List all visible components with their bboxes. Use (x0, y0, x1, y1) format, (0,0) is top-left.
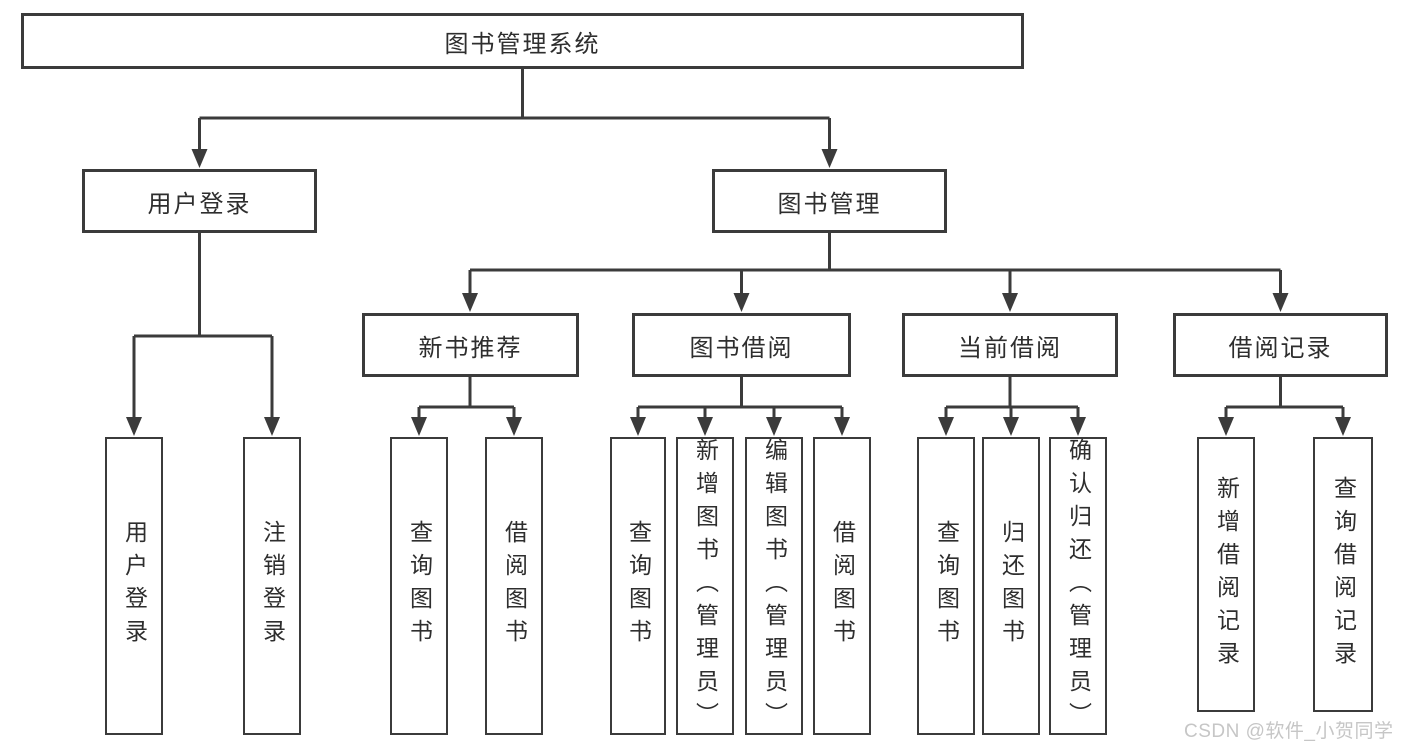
node-user-login-label: 用户登录 (147, 190, 252, 218)
csdn-watermark: CSDN @软件_小贺同学 (1184, 721, 1394, 742)
node-current-borrow: 当前借阅 (902, 313, 1118, 377)
leaf-borrow-book-borrow: 借阅图书 (813, 437, 871, 735)
leaf-borrow-book-newrec: 借阅图书 (485, 437, 543, 735)
leaf-logout: 注销登录 (243, 437, 301, 735)
leaf-user-login-label: 用户登录 (121, 520, 148, 652)
leaf-add-book-admin: 新增图书（管理员） (676, 437, 734, 735)
leaf-query-book-current: 查询图书 (917, 437, 975, 735)
leaf-query-book-borrow-label: 查询图书 (625, 520, 652, 652)
leaf-add-book-admin-label: 新增图书（管理员） (692, 437, 719, 735)
node-borrow-record-label: 借阅记录 (1228, 334, 1333, 362)
leaf-user-login: 用户登录 (105, 437, 163, 735)
leaf-logout-label: 注销登录 (259, 520, 286, 652)
leaf-borrow-book-borrow-label: 借阅图书 (829, 520, 856, 652)
leaf-confirm-return-admin: 确认归还（管理员） (1049, 437, 1107, 735)
node-root-label: 图书管理系统 (444, 30, 601, 58)
leaf-query-book-newrec-label: 查询图书 (406, 520, 433, 652)
node-book-management: 图书管理 (712, 169, 947, 233)
leaf-return-book-label: 归还图书 (998, 520, 1025, 652)
leaf-query-borrow-record: 查询借阅记录 (1313, 437, 1373, 712)
node-user-login: 用户登录 (82, 169, 317, 233)
node-current-borrow-label: 当前借阅 (958, 334, 1062, 362)
leaf-query-book-current-label: 查询图书 (933, 520, 960, 652)
leaf-edit-book-admin: 编辑图书（管理员） (745, 437, 803, 735)
leaf-edit-book-admin-label: 编辑图书（管理员） (761, 437, 788, 735)
node-book-borrow: 图书借阅 (632, 313, 851, 377)
node-new-book-recommend: 新书推荐 (362, 313, 579, 377)
leaf-add-borrow-record-label: 新增借阅记录 (1213, 475, 1240, 674)
leaf-query-borrow-record-label: 查询借阅记录 (1330, 475, 1357, 674)
leaf-confirm-return-admin-label: 确认归还（管理员） (1065, 437, 1092, 735)
node-book-borrow-label: 图书借阅 (689, 334, 794, 362)
leaf-query-book-newrec: 查询图书 (390, 437, 448, 735)
leaf-query-book-borrow: 查询图书 (610, 437, 666, 735)
node-book-management-label: 图书管理 (777, 190, 882, 218)
leaf-return-book: 归还图书 (982, 437, 1040, 735)
leaf-borrow-book-newrec-label: 借阅图书 (501, 520, 528, 652)
node-new-book-recommend-label: 新书推荐 (418, 334, 523, 362)
node-root: 图书管理系统 (21, 13, 1024, 69)
node-borrow-record: 借阅记录 (1173, 313, 1388, 377)
leaf-add-borrow-record: 新增借阅记录 (1197, 437, 1255, 712)
